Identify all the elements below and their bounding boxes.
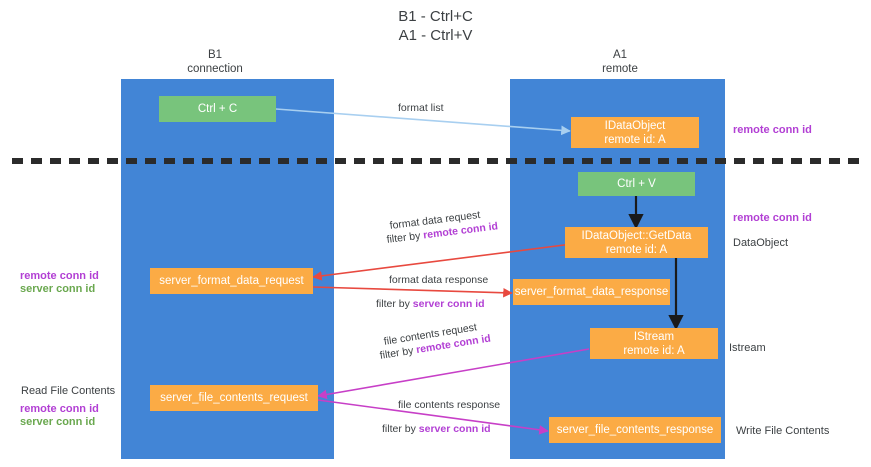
column-header-a1-sub: remote (602, 63, 638, 75)
node-server-file-contents-response[interactable]: server_file_contents_response (549, 417, 721, 443)
annotation-left-server-conn-id-1: server conn id (20, 283, 96, 295)
node-istream[interactable]: IStream remote id: A (590, 328, 718, 359)
node-idataobject-getdata[interactable]: IDataObject::GetData remote id: A (565, 227, 708, 258)
filter-prefix-text: filter by (382, 423, 419, 435)
node-server-format-data-response[interactable]: server_format_data_response (513, 279, 670, 305)
arrow-format-data-response (312, 286, 513, 298)
node-ctrl-v-label: Ctrl + V (617, 178, 656, 190)
annotation-right-remote-conn-id-1: remote conn id (733, 124, 812, 136)
column-header-a1: A1 remote (555, 48, 685, 76)
node-idataobject-sublabel: remote id: A (604, 133, 666, 146)
edge-label-file-contents-response: file contents response (398, 399, 501, 411)
annotation-left-read-file-contents: Read File Contents (21, 385, 116, 397)
node-istream-sublabel: remote id: A (623, 344, 685, 357)
edge-label-file-contents-response-filter: filter by server conn id (382, 423, 491, 436)
column-header-b1-name: B1 (207, 49, 223, 61)
annotation-right-remote-conn-id-2: remote conn id (733, 212, 812, 224)
annotation-left-server-conn-id-2: server conn id (20, 416, 96, 428)
node-server-file-contents-response-label: server_file_contents_response (556, 424, 714, 436)
annotation-left-remote-conn-id-2: remote conn id (20, 403, 99, 415)
node-ctrl-v[interactable]: Ctrl + V (578, 172, 695, 196)
edge-label-format-list: format list (398, 102, 444, 114)
node-idataobject[interactable]: IDataObject remote id: A (571, 117, 699, 148)
page-title-line-1: B1 - Ctrl+C (398, 8, 473, 25)
node-ctrl-c-label: Ctrl + C (197, 103, 238, 115)
node-istream-label: IStream (633, 330, 675, 343)
section-divider-dashed (12, 158, 859, 164)
node-ctrl-c[interactable]: Ctrl + C (159, 96, 276, 122)
node-idataobject-label: IDataObject (604, 119, 666, 132)
edge-label-format-data-response-filter: filter by server conn id (376, 298, 485, 311)
node-server-format-data-response-label: server_format_data_response (514, 286, 669, 298)
node-server-format-data-request[interactable]: server_format_data_request (150, 268, 313, 294)
column-header-a1-name: A1 (612, 49, 628, 61)
node-server-file-contents-request[interactable]: server_file_contents_request (150, 385, 318, 411)
annotation-left-remote-conn-id-1: remote conn id (20, 270, 99, 282)
page-title-line-2: A1 - Ctrl+V (398, 27, 473, 44)
node-server-file-contents-request-label: server_file_contents_request (160, 392, 308, 404)
column-header-b1: B1 connection (150, 48, 280, 76)
filter-key-server-conn-id: server conn id (418, 423, 491, 435)
filter-prefix-text: filter by (376, 298, 413, 310)
node-getdata-label: IDataObject::GetData (581, 229, 692, 242)
column-header-b1-sub: connection (187, 63, 243, 75)
annotation-right-istream: Istream (729, 342, 766, 354)
edge-label-format-data-response: format data response (389, 274, 489, 286)
node-server-format-data-request-label: server_format_data_request (159, 275, 304, 287)
node-getdata-sublabel: remote id: A (605, 243, 668, 256)
annotation-right-dataobject: DataObject (733, 237, 789, 249)
annotation-right-write-file-contents: Write File Contents (736, 425, 830, 437)
filter-key-server-conn-id: server conn id (412, 298, 485, 310)
